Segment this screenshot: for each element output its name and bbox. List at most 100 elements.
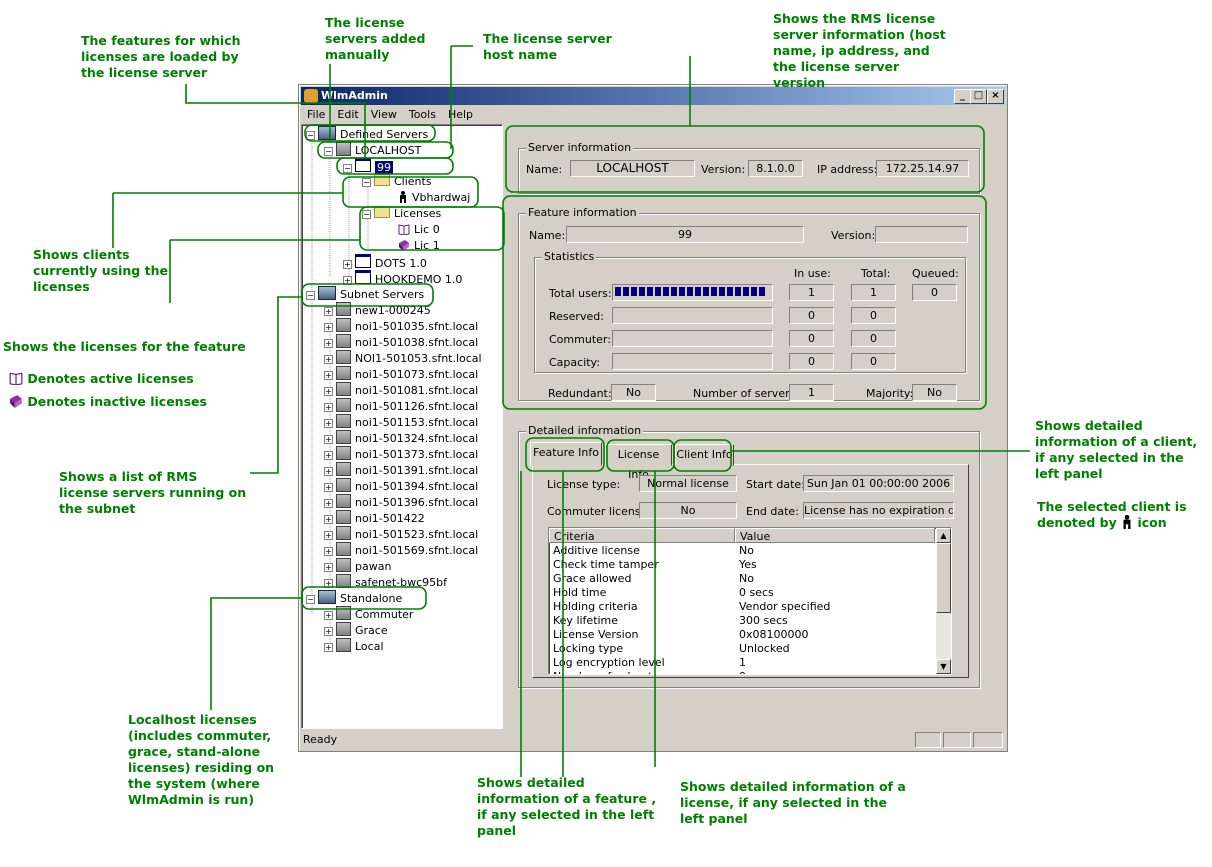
value-cell: 0 bbox=[739, 670, 746, 674]
expand-icon[interactable]: + bbox=[324, 435, 333, 444]
expand-icon[interactable]: + bbox=[324, 403, 333, 412]
expand-icon[interactable]: + bbox=[324, 371, 333, 380]
server-version-field: 8.1.0.0 bbox=[748, 160, 803, 177]
tree-subnet-servers[interactable]: −Subnet Servers bbox=[306, 286, 424, 302]
collapse-icon[interactable]: − bbox=[362, 178, 371, 187]
expand-icon[interactable]: + bbox=[343, 260, 352, 269]
criteria-cell: Additive license bbox=[553, 544, 640, 557]
tree-clients[interactable]: −Clients bbox=[362, 174, 432, 190]
tree-dots[interactable]: +DOTS 1.0 bbox=[343, 254, 427, 270]
expand-icon[interactable]: + bbox=[324, 499, 333, 508]
tree-standalone-item[interactable]: +Local bbox=[324, 638, 384, 654]
app-icon bbox=[304, 89, 318, 103]
tab-license-info[interactable]: License Info bbox=[605, 444, 672, 481]
expand-icon[interactable]: + bbox=[324, 643, 333, 652]
scroll-thumb[interactable] bbox=[936, 543, 951, 613]
value-column-header[interactable]: Value bbox=[735, 528, 935, 543]
collapse-icon[interactable]: − bbox=[343, 164, 352, 173]
menu-file[interactable]: File bbox=[307, 108, 326, 121]
inactive-license-icon bbox=[399, 240, 409, 251]
maximize-button[interactable]: □ bbox=[970, 89, 987, 104]
expand-icon[interactable]: + bbox=[324, 627, 333, 636]
criteria-column-header[interactable]: Criteria bbox=[549, 528, 735, 543]
tree-feature-99[interactable]: −99 bbox=[343, 158, 393, 174]
menu-view[interactable]: View bbox=[370, 108, 397, 121]
expand-icon[interactable]: + bbox=[324, 355, 333, 364]
tree-subnet-server[interactable]: +pawan bbox=[324, 558, 391, 574]
collapse-icon[interactable]: − bbox=[362, 210, 371, 219]
tree-client-user[interactable]: Vbhardwaj bbox=[398, 190, 470, 206]
tree-localhost[interactable]: −LOCALHOST bbox=[324, 142, 421, 158]
tree-lic0[interactable]: Lic 0 bbox=[398, 222, 440, 238]
tree-standalone-item[interactable]: +Commuter bbox=[324, 606, 413, 622]
tree-hookdemo[interactable]: +HOOKDEMO 1.0 bbox=[343, 270, 462, 286]
tree-subnet-server[interactable]: +noi1-501523.sfnt.local bbox=[324, 526, 478, 542]
tree-subnet-server[interactable]: +noi1-501035.sfnt.local bbox=[324, 318, 478, 334]
tree-subnet-server[interactable]: +new1-000245 bbox=[324, 302, 431, 318]
tab-feature-info[interactable]: Feature Info bbox=[530, 442, 602, 466]
tree-subnet-server[interactable]: +noi1-501081.sfnt.local bbox=[324, 382, 478, 398]
usage-bar-segment bbox=[647, 287, 653, 296]
legend-active-text: Denotes active licenses bbox=[27, 371, 194, 386]
tree-subnet-server[interactable]: +noi1-501324.sfnt.local bbox=[324, 430, 478, 446]
tree-subnet-server[interactable]: +noi1-501422 bbox=[324, 510, 425, 526]
server-icon bbox=[336, 334, 351, 348]
expand-icon[interactable]: + bbox=[324, 467, 333, 476]
expand-icon[interactable]: + bbox=[324, 483, 333, 492]
list-scrollbar[interactable]: ▲ ▼ bbox=[936, 528, 951, 674]
collapse-icon[interactable]: − bbox=[324, 147, 333, 156]
tree-lic1[interactable]: Lic 1 bbox=[398, 238, 440, 254]
tree-subnet-server[interactable]: +noi1-501073.sfnt.local bbox=[324, 366, 478, 382]
expand-icon[interactable]: + bbox=[324, 387, 333, 396]
expand-icon[interactable]: + bbox=[324, 579, 333, 588]
server-tree[interactable]: −Defined Servers −LOCALHOST −99 −Clients… bbox=[301, 124, 503, 729]
expand-icon[interactable]: + bbox=[324, 419, 333, 428]
expand-icon[interactable]: + bbox=[324, 515, 333, 524]
scroll-down-icon[interactable]: ▼ bbox=[936, 659, 951, 674]
tree-standalone-item[interactable]: +Grace bbox=[324, 622, 388, 638]
menu-tools[interactable]: Tools bbox=[408, 108, 436, 121]
collapse-icon[interactable]: − bbox=[306, 291, 315, 300]
tree-subnet-server[interactable]: +noi1-501373.sfnt.local bbox=[324, 446, 478, 462]
scroll-up-icon[interactable]: ▲ bbox=[936, 528, 951, 543]
expand-icon[interactable]: + bbox=[324, 563, 333, 572]
tree-subnet-server[interactable]: +noi1-501391.sfnt.local bbox=[324, 462, 478, 478]
expand-icon[interactable]: + bbox=[324, 451, 333, 460]
expand-icon[interactable]: + bbox=[343, 276, 352, 285]
tree-subnet-server[interactable]: +noi1-501396.sfnt.local bbox=[324, 494, 478, 510]
tab-client-info[interactable]: Client Info bbox=[675, 444, 734, 466]
menu-help[interactable]: Help bbox=[447, 108, 474, 121]
list-item[interactable]: Number of subnets0 bbox=[549, 670, 935, 674]
collapse-icon[interactable]: − bbox=[306, 131, 315, 140]
menu-edit[interactable]: Edit bbox=[337, 108, 359, 121]
tree-subnet-server[interactable]: +NOI1-501053.sfnt.local bbox=[324, 350, 482, 366]
expand-icon[interactable]: + bbox=[324, 339, 333, 348]
expand-icon[interactable]: + bbox=[324, 307, 333, 316]
expand-icon[interactable]: + bbox=[324, 531, 333, 540]
minimize-button[interactable]: _ bbox=[954, 89, 971, 104]
collapse-icon[interactable]: − bbox=[306, 595, 315, 604]
tree-subnet-server[interactable]: +noi1-501394.sfnt.local bbox=[324, 478, 478, 494]
tree-subnet-server[interactable]: +noi1-501038.sfnt.local bbox=[324, 334, 478, 350]
expand-icon[interactable]: + bbox=[324, 323, 333, 332]
tree-subnet-server[interactable]: +noi1-501153.sfnt.local bbox=[324, 414, 478, 430]
tree-licenses[interactable]: −Licenses bbox=[362, 206, 441, 222]
expand-icon[interactable]: + bbox=[324, 547, 333, 556]
tree-standalone[interactable]: −Standalone bbox=[306, 590, 402, 606]
tree-defined-servers[interactable]: −Defined Servers bbox=[306, 126, 428, 142]
tree-subnet-server[interactable]: +noi1-501126.sfnt.local bbox=[324, 398, 478, 414]
expand-icon[interactable]: + bbox=[324, 611, 333, 620]
tree-subnet-server[interactable]: +noi1-501569.sfnt.local bbox=[324, 542, 478, 558]
tree-subnet-server[interactable]: +safenet-bwc95bf bbox=[324, 574, 447, 590]
close-button[interactable]: × bbox=[987, 89, 1004, 104]
